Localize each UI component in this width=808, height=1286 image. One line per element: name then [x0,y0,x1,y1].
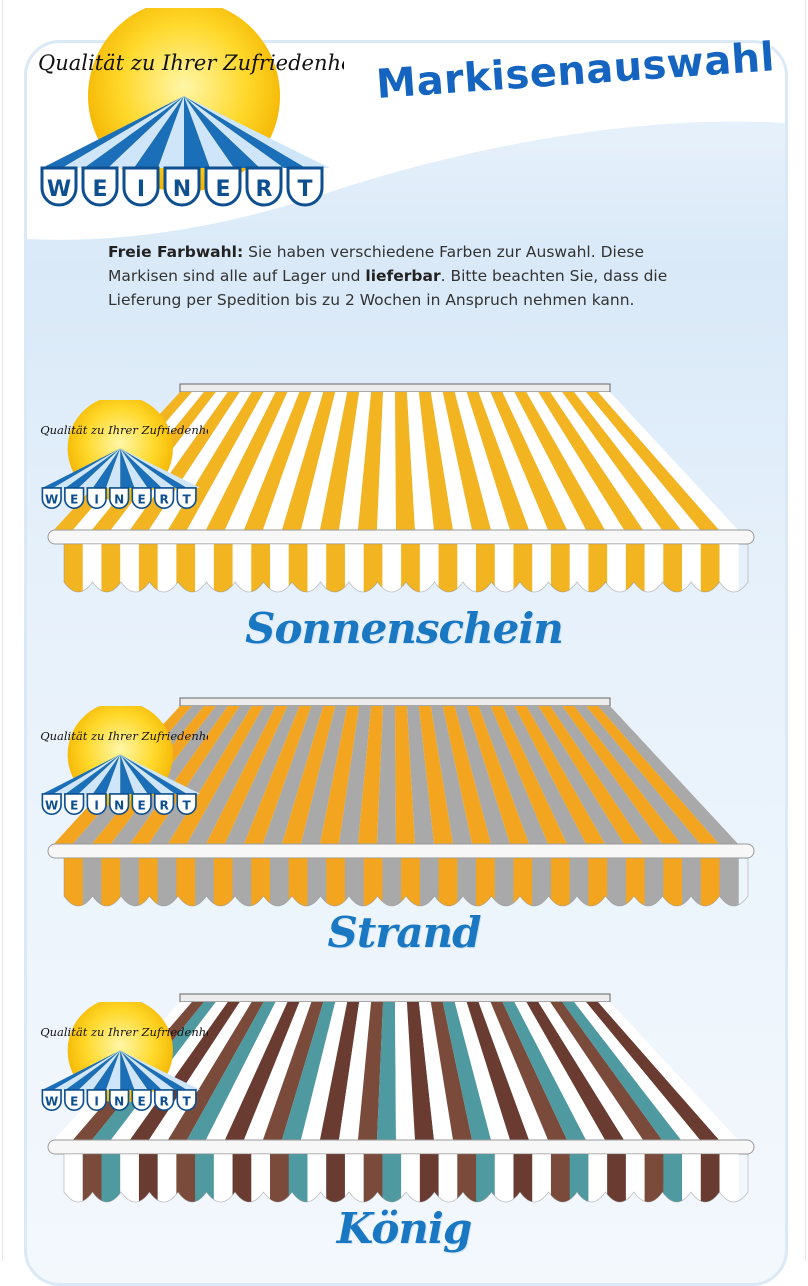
svg-text:I: I [94,798,98,812]
svg-text:R: R [159,1094,169,1108]
brand-letter-2: E [81,166,119,207]
svg-text:E: E [138,492,146,506]
brand-letter-1: W [40,166,78,207]
brand-letter-5: E [204,166,242,207]
brand-letter-6: R [153,793,175,816]
product-name: Sonnenschein [245,604,564,653]
svg-text:N: N [114,492,124,506]
svg-text:I: I [94,1094,98,1108]
brand-letter-7: T [286,166,324,207]
page-frame [2,0,806,1261]
svg-text:R: R [256,177,273,202]
slogan: Qualität zu Ihrer Zufriedenheit [40,1025,208,1039]
intro-text: Freie Farbwahl: Sie haben verschiedene F… [108,240,718,312]
intro-text-1: Sie haben verschiedene Farben zur Auswah… [108,243,644,285]
brand-letter-5: E [131,487,152,510]
svg-text:I: I [94,492,98,506]
svg-text:E: E [138,798,146,812]
svg-text:N: N [173,177,191,202]
svg-text:T: T [183,798,192,812]
brand-letter-3: I [122,166,160,207]
svg-text:T: T [183,492,192,506]
slogan: Qualität zu Ihrer Zufriedenheit [40,423,208,437]
svg-text:E: E [92,177,107,202]
slogan: Qualität zu Ihrer Zufriedenheit [40,729,208,743]
product-name: König [336,1204,472,1253]
brand-letter-5: E [131,1089,152,1112]
brand-letter-3: I [86,487,107,510]
svg-text:T: T [183,1094,192,1108]
brand-letter-4: N [109,1089,130,1112]
brand-letter-3: I [86,1089,107,1112]
svg-text:I: I [137,177,145,202]
svg-text:E: E [70,798,78,812]
brand-letter-3: I [86,793,107,816]
brand-letter-5: E [131,793,152,816]
awning-icon [42,754,201,794]
svg-text:R: R [159,492,169,506]
svg-text:E: E [70,492,78,506]
product-name: Strand [327,908,482,957]
brand-letter-1: W [41,487,62,510]
svg-text:W: W [45,492,58,506]
brand-letter-7: T [176,1089,197,1112]
brand-letter-6: R [245,166,283,207]
brand-letter-6: R [153,1089,175,1112]
awning-icon [42,96,330,168]
brand-letter-6: R [153,487,175,510]
svg-text:W: W [45,1094,58,1108]
brand-letter-2: E [64,793,85,816]
svg-text:E: E [215,177,230,202]
awning-icon [42,448,201,488]
brand-letter-4: N [109,487,130,510]
brand-letter-2: E [64,487,85,510]
intro-lead: Freie Farbwahl: [108,243,244,261]
brand-letter-4: N [109,793,130,816]
svg-text:N: N [114,1094,124,1108]
brand-letter-7: T [176,793,197,816]
svg-text:R: R [159,798,169,812]
svg-text:E: E [138,1094,146,1108]
brand-letter-7: T [176,487,197,510]
brand-letter-4: N [163,166,201,207]
intro-bold-2: lieferbar [365,267,441,285]
svg-text:E: E [70,1094,78,1108]
svg-text:N: N [114,798,124,812]
brand-letter-1: W [41,1089,62,1112]
svg-text:W: W [45,798,58,812]
awning-icon [42,1050,201,1090]
svg-text:W: W [47,177,71,202]
svg-text:T: T [297,177,312,202]
intro-text-2: . Bitte beachten Sie, dass die Lieferung… [108,267,668,309]
slogan: Qualität zu Ihrer Zufriedenheit [38,51,344,75]
brand-letter-1: W [41,793,62,816]
brand-letter-2: E [64,1089,85,1112]
